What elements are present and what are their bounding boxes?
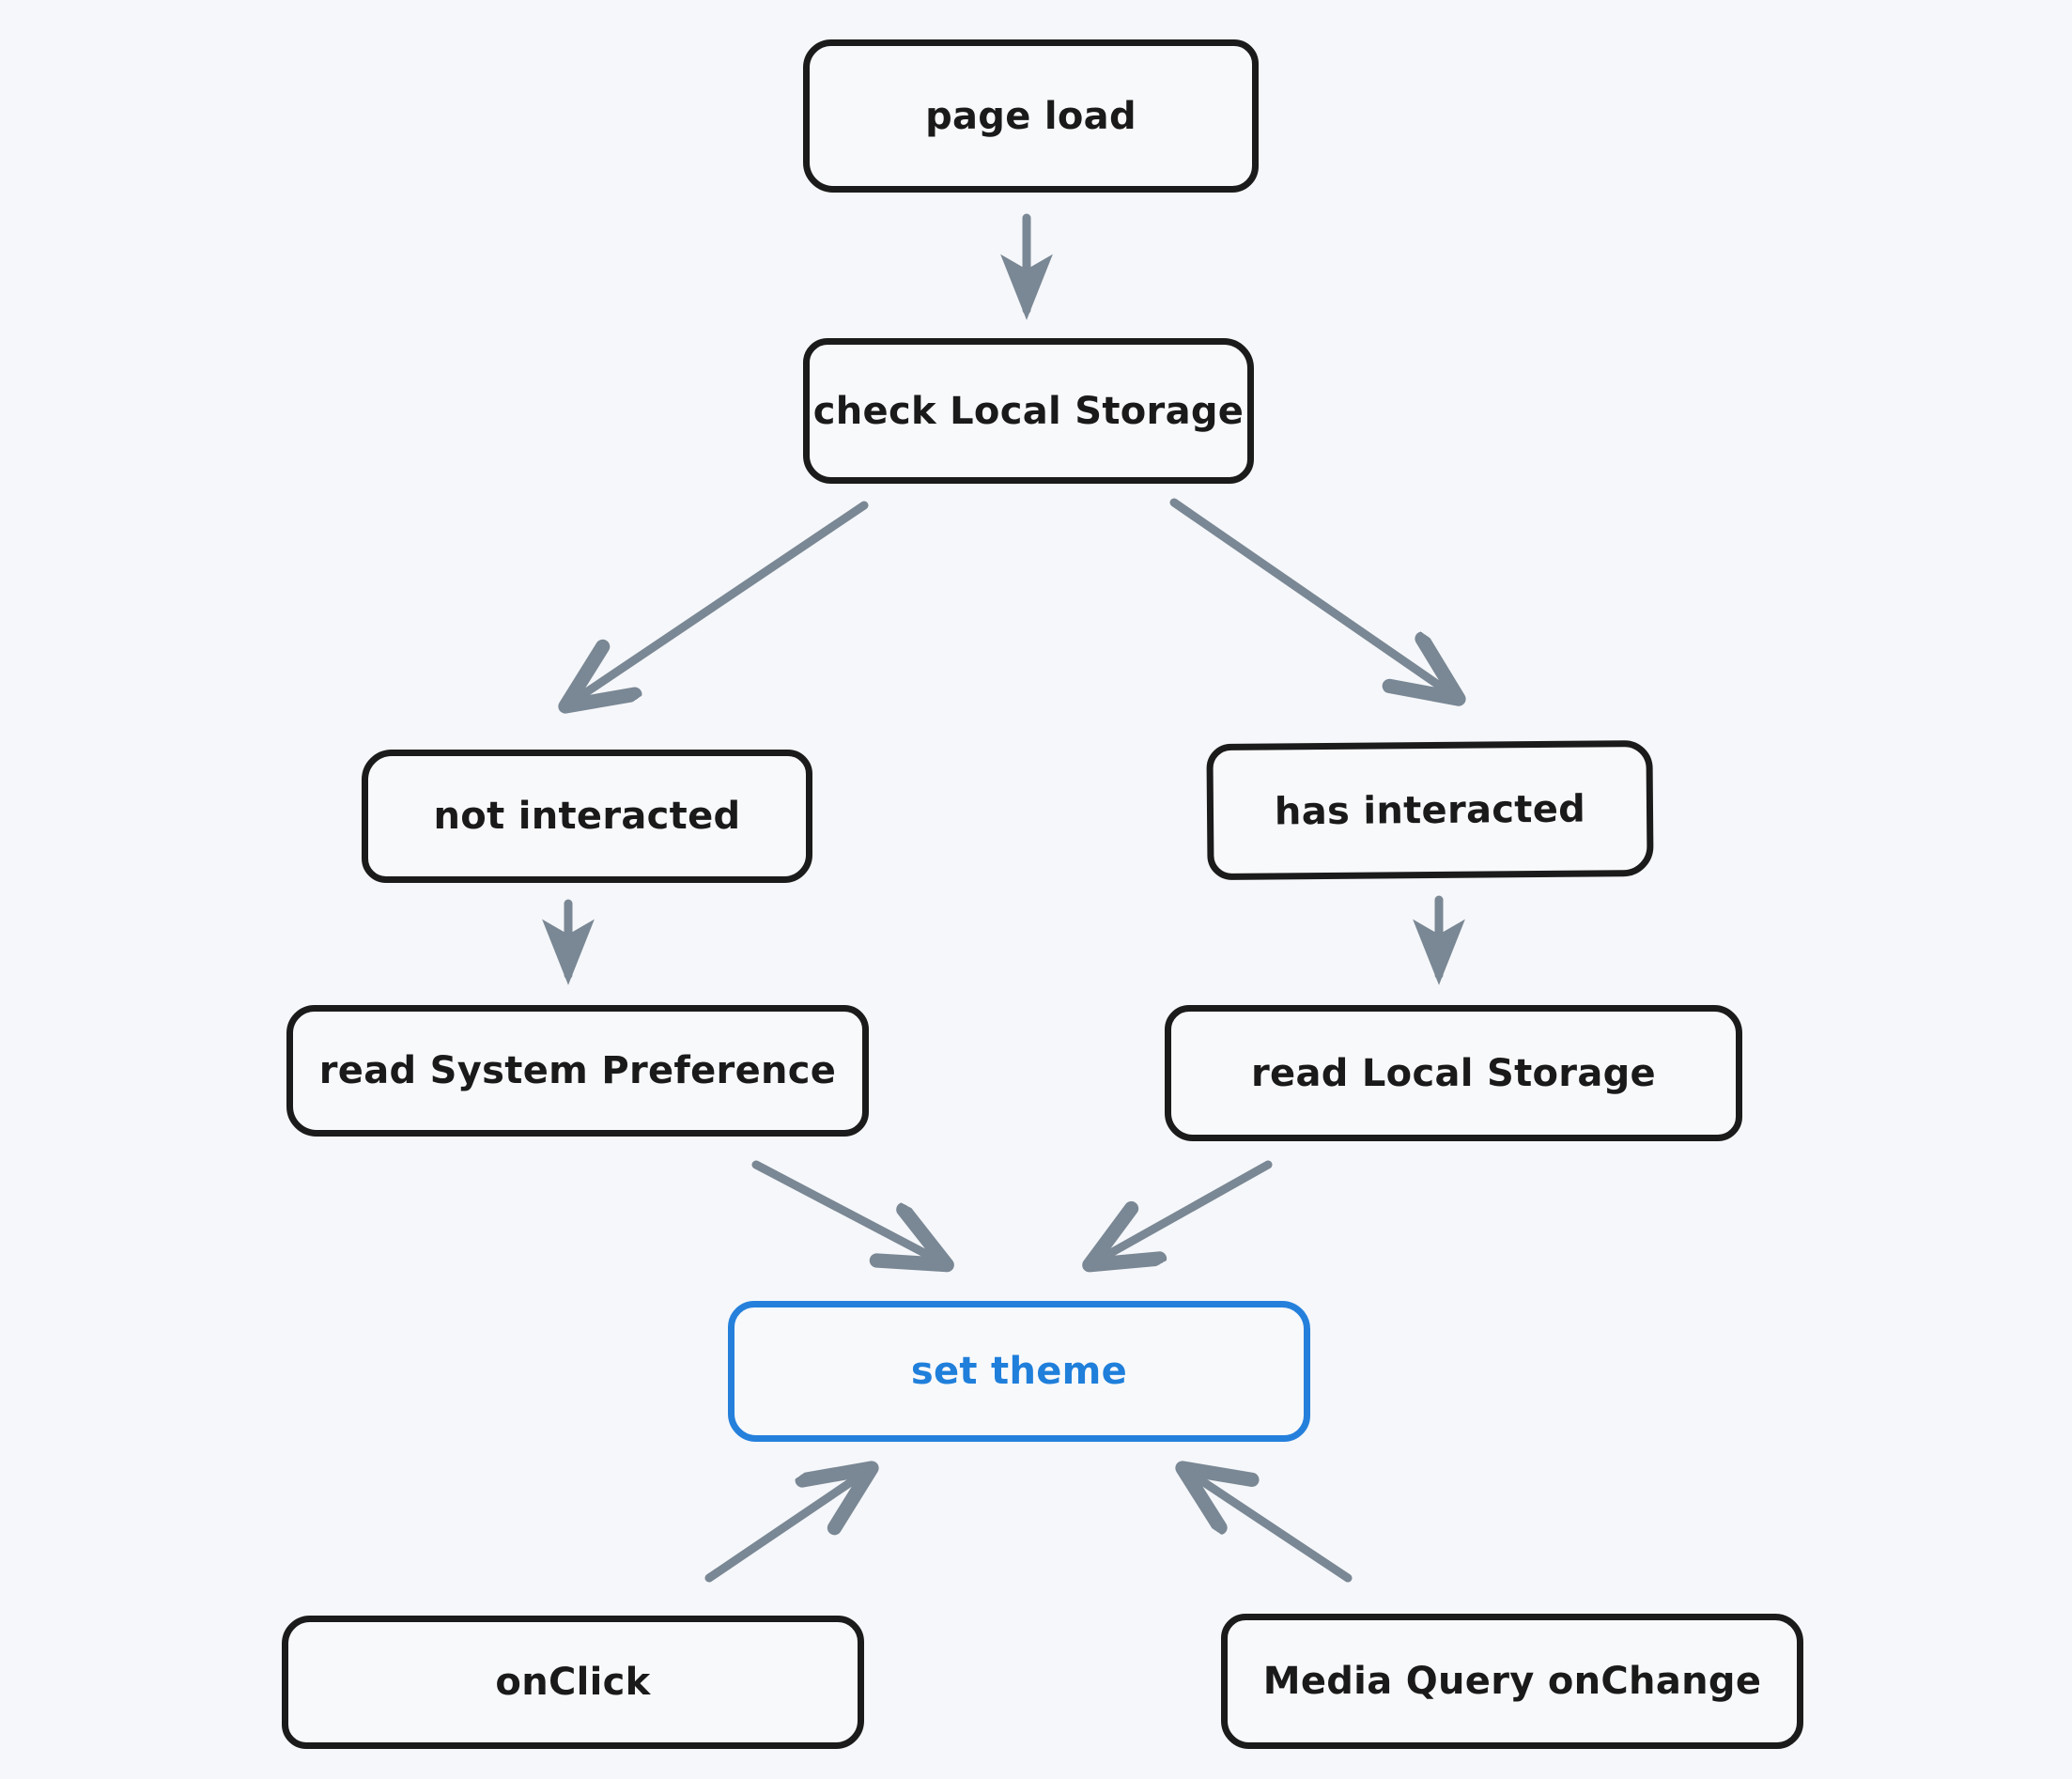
node-read-local[interactable]: read Local Storage <box>1165 1005 1742 1141</box>
edge-read-system-to-set-theme <box>751 1160 944 1263</box>
node-label: not interacted <box>433 795 741 838</box>
node-label: has interacted <box>1274 787 1586 833</box>
node-onclick[interactable]: onClick <box>282 1616 864 1749</box>
node-set-theme[interactable]: set theme <box>728 1301 1310 1442</box>
node-label: onClick <box>495 1661 651 1704</box>
node-label: page load <box>925 94 1137 138</box>
edge-onclick-to-set-theme <box>704 1470 869 1583</box>
node-check-local[interactable]: check Local Storage <box>803 338 1254 484</box>
node-not-interacted[interactable]: not interacted <box>362 750 812 883</box>
edge-read-local-to-set-theme <box>1092 1160 1273 1263</box>
node-page-load[interactable]: page load <box>803 39 1259 193</box>
edge-check-local-to-has-interacted <box>1169 498 1456 697</box>
node-label: read Local Storage <box>1250 1051 1656 1095</box>
node-label: set theme <box>910 1350 1128 1393</box>
node-label: Media Query onChange <box>1262 1660 1762 1703</box>
edge-media-query-to-set-theme <box>1185 1470 1353 1583</box>
node-read-system[interactable]: read System Preference <box>286 1005 869 1137</box>
node-media-query[interactable]: Media Query onChange <box>1221 1614 1803 1749</box>
node-has-interacted[interactable]: has interacted <box>1206 739 1654 881</box>
node-label: check Local Storage <box>812 389 1245 433</box>
node-label: read System Preference <box>318 1049 837 1092</box>
edge-check-local-to-not-interacted <box>568 501 869 704</box>
